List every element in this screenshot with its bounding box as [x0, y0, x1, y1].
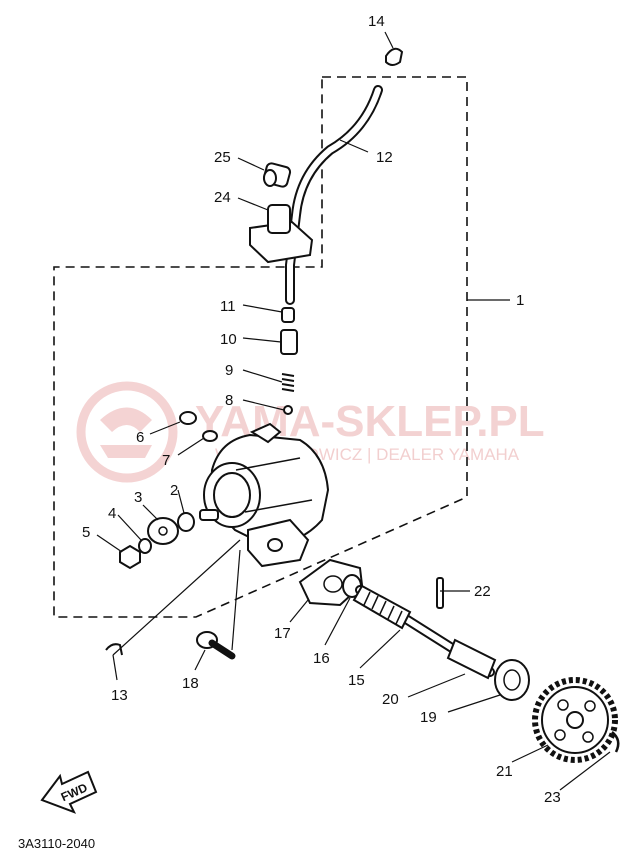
callout-9: 9 — [225, 362, 233, 379]
callout-23: 23 — [544, 789, 561, 806]
callout-25: 25 — [214, 149, 231, 166]
part-pipe-holder — [249, 204, 314, 264]
callout-7: 7 — [162, 452, 170, 469]
callout-11: 11 — [220, 298, 236, 315]
part-oil-pump-body — [199, 422, 330, 568]
part-delivery-pipe — [285, 85, 383, 305]
callout-19: 19 — [420, 709, 437, 726]
part-clamp — [262, 162, 292, 188]
callout-1: 1 — [516, 292, 524, 309]
watermark-logo — [76, 381, 178, 483]
callout-15: 15 — [348, 672, 365, 689]
callout-20: 20 — [382, 691, 399, 708]
drawing-code: 3A3110-2040 — [18, 836, 95, 851]
callout-8: 8 — [225, 392, 233, 409]
callout-10: 10 — [220, 331, 237, 348]
part-washers-nut — [119, 512, 195, 570]
callout-24: 24 — [214, 189, 231, 206]
part-bolt-washer-upper — [179, 411, 218, 442]
part-circlip — [611, 731, 620, 753]
callout-13: 13 — [111, 687, 128, 704]
part-pin — [436, 577, 444, 609]
callout-12: 12 — [376, 149, 393, 166]
callout-3: 3 — [134, 489, 142, 506]
callout-6: 6 — [136, 429, 144, 446]
callout-16: 16 — [313, 650, 330, 667]
part-bearing — [494, 659, 530, 701]
callout-18: 18 — [182, 675, 199, 692]
callout-5: 5 — [82, 524, 90, 541]
assembly-boundary — [53, 76, 468, 618]
callout-2: 2 — [170, 482, 178, 499]
callout-17: 17 — [274, 625, 291, 642]
part-clip — [105, 643, 123, 656]
callout-21: 21 — [496, 763, 513, 780]
callout-4: 4 — [108, 505, 116, 522]
callout-22: 22 — [474, 583, 491, 600]
part-bolt-lower — [196, 631, 236, 660]
part-cap — [385, 47, 404, 66]
callout-14: 14 — [368, 13, 385, 30]
callouts: 14 12 25 24 11 10 9 8 6 7 2 3 4 5 1 22 1… — [82, 13, 561, 806]
part-drive-gear — [532, 677, 618, 763]
leader-lines — [96, 31, 611, 791]
part-drive-shaft — [352, 584, 497, 680]
fwd-arrow-icon: FWD — [40, 770, 98, 814]
